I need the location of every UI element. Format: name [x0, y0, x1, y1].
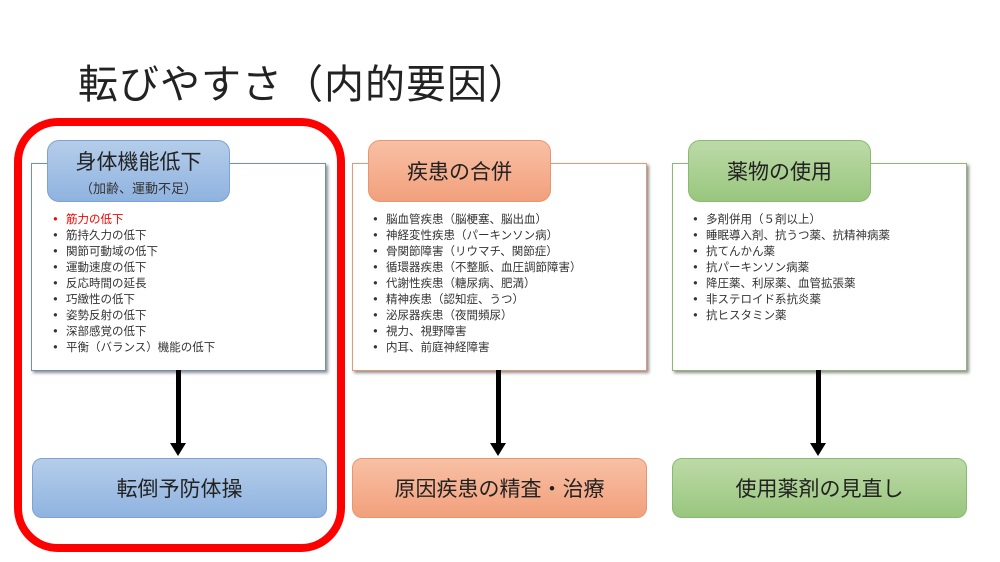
list-item: • 睡眠導入剤、抗うつ薬、抗精神病薬	[692, 227, 890, 243]
list-item-text: 筋力の低下	[66, 212, 124, 226]
list-item-text: 反応時間の延長	[66, 276, 147, 290]
bullet-icon: •	[372, 324, 379, 338]
comorbidity-list: • 脳血管疾患（脳梗塞、脳出血） • 神経変性疾患（パーキンソン病） • 骨関節障害（リウ…	[372, 211, 582, 355]
bullet-icon: •	[52, 340, 59, 354]
list-item: • 泌尿器疾患（夜間頻尿）	[372, 307, 582, 323]
list-item: • 抗パーキンソン病薬	[692, 259, 890, 275]
down-arrow-icon	[810, 370, 826, 456]
disease-workup-box: 原因疾患の精査・治療	[352, 458, 647, 518]
list-item-text: 骨関節障害（リウマチ、関節症）	[386, 244, 558, 258]
list-item-text: 代謝性疾患（糖尿病、肥満）	[386, 276, 536, 290]
list-item: • 神経変性疾患（パーキンソン病）	[372, 227, 582, 243]
bullet-icon: •	[52, 308, 59, 322]
bullet-icon: •	[52, 260, 59, 274]
down-arrow-icon	[170, 370, 186, 456]
list-item: • 代謝性疾患（糖尿病、肥満）	[372, 275, 582, 291]
bullet-icon: •	[52, 276, 59, 290]
list-item: • 運動速度の低下	[52, 259, 215, 275]
highlight-frame	[14, 118, 345, 552]
bullet-icon: •	[372, 276, 379, 290]
list-item-text: 精神疾患（認知症、うつ）	[386, 292, 524, 306]
list-item-text: 非ステロイド系抗炎薬	[706, 292, 821, 306]
list-item: • 非ステロイド系抗炎薬	[692, 291, 890, 307]
list-item: • 平衡（バランス）機能の低下	[52, 339, 215, 355]
list-item-text: 巧緻性の低下	[66, 292, 135, 306]
physical-decline-list: •筋力の低下•筋持久力の低下•関節可動域の低下•運動速度の低下•反応時間の延長•…	[52, 211, 215, 355]
list-item-text: 抗ヒスタミン薬	[706, 308, 787, 322]
list-item-text: 姿勢反射の低下	[66, 308, 147, 322]
list-item-text: 降圧薬、利尿薬、血管拡張薬	[706, 276, 856, 290]
list-item: • 筋持久力の低下	[52, 227, 215, 243]
bullet-icon: •	[692, 212, 699, 226]
bullet-icon: •	[692, 260, 699, 274]
bullet-icon: •	[372, 292, 379, 306]
list-item: • 循環器疾患（不整脈、血圧調節障害）	[372, 259, 582, 275]
bullet-icon: •	[372, 340, 379, 354]
bullet-icon: •	[372, 212, 379, 226]
list-item: • 脳血管疾患（脳梗塞、脳出血）	[372, 211, 582, 227]
list-item: • 精神疾患（認知症、うつ）	[372, 291, 582, 307]
list-item-text: 平衡（バランス）機能の低下	[66, 340, 216, 354]
bullet-icon: •	[692, 228, 699, 242]
list-item: • 反応時間の延長	[52, 275, 215, 291]
list-item-text: 運動速度の低下	[66, 260, 147, 274]
bullet-icon: •	[692, 308, 699, 322]
list-item: • 抗てんかん薬	[692, 243, 890, 259]
list-item-text: 関節可動域の低下	[66, 244, 158, 258]
list-item-text: 睡眠導入剤、抗うつ薬、抗精神病薬	[706, 228, 890, 242]
bullet-icon: •	[52, 324, 59, 338]
list-item-text: 循環器疾患（不整脈、血圧調節障害）	[386, 260, 582, 274]
list-item-text: 筋持久力の低下	[66, 228, 147, 242]
list-item: • 抗ヒスタミン薬	[692, 307, 890, 323]
list-item: • 降圧薬、利尿薬、血管拡張薬	[692, 275, 890, 291]
list-item-text: 内耳、前庭神経障害	[386, 340, 490, 354]
header-title: 身体機能低下	[75, 149, 202, 174]
list-item-text: 多剤併用（５剤以上）	[706, 212, 821, 226]
bullet-icon: •	[692, 292, 699, 306]
list-item: • 筋力の低下	[52, 211, 215, 227]
bullet-icon: •	[52, 228, 59, 242]
fall-prevention-exercise-box: 転倒予防体操	[32, 458, 327, 518]
comorbidity-header: 疾患の合併	[368, 140, 551, 202]
list-item-text: 抗てんかん薬	[706, 244, 775, 258]
bullet-icon: •	[372, 244, 379, 258]
bullet-icon: •	[692, 244, 699, 258]
list-item-text: 脳血管疾患（脳梗塞、脳出血）	[386, 212, 547, 226]
list-item: • 内耳、前庭神経障害	[372, 339, 582, 355]
header-subtitle: （加齢、運動不足）	[79, 181, 197, 197]
bullet-icon: •	[692, 276, 699, 290]
list-item-text: 視力、視野障害	[386, 324, 467, 338]
list-item: • 関節可動域の低下	[52, 243, 215, 259]
header-title: 薬物の使用	[727, 160, 832, 184]
down-arrow-icon	[490, 370, 506, 456]
list-item: • 深部感覚の低下	[52, 323, 215, 339]
list-item: • 多剤併用（５剤以上）	[692, 211, 890, 227]
header-title: 疾患の合併	[407, 160, 512, 184]
bullet-icon: •	[372, 260, 379, 274]
bullet-icon: •	[52, 212, 59, 226]
list-item: • 視力、視野障害	[372, 323, 582, 339]
list-item: • 骨関節障害（リウマチ、関節症）	[372, 243, 582, 259]
physical-decline-header: 身体機能低下 （加齢、運動不足）	[47, 140, 230, 202]
list-item-text: 神経変性疾患（パーキンソン病）	[386, 228, 559, 242]
bullet-icon: •	[372, 308, 379, 322]
bullet-icon: •	[372, 228, 379, 242]
medication-review-box: 使用薬剤の見直し	[672, 458, 967, 518]
bullet-icon: •	[52, 244, 59, 258]
list-item-text: 深部感覚の低下	[66, 324, 147, 338]
slide-title: 転びやすさ（内的要因）	[78, 62, 529, 108]
bullet-icon: •	[52, 292, 59, 306]
list-item: • 姿勢反射の低下	[52, 307, 215, 323]
list-item-text: 泌尿器疾患（夜間頻尿）	[386, 308, 513, 322]
medication-list: • 多剤併用（５剤以上） • 睡眠導入剤、抗うつ薬、抗精神病薬 • 抗てんかん薬 • 抗パーキ…	[692, 211, 890, 323]
list-item-text: 抗パーキンソン病薬	[706, 260, 810, 274]
medication-header: 薬物の使用	[688, 140, 871, 202]
list-item: • 巧緻性の低下	[52, 291, 215, 307]
